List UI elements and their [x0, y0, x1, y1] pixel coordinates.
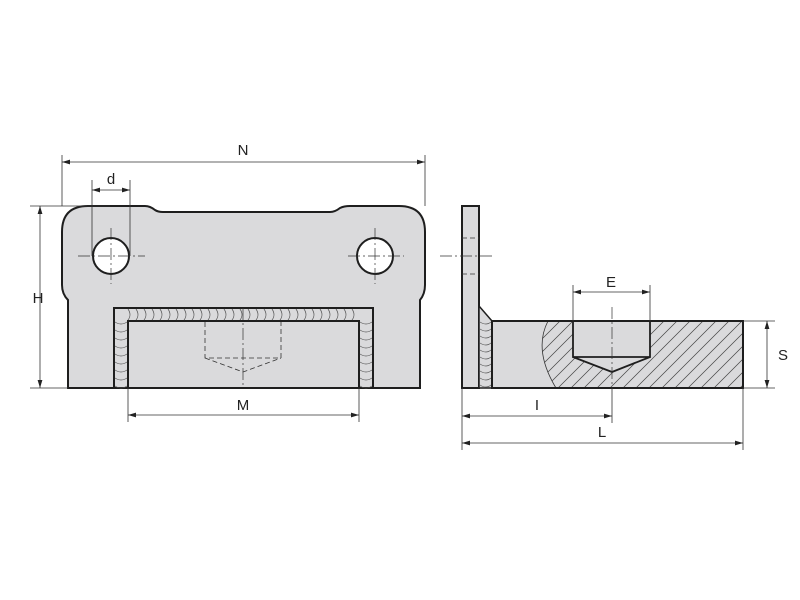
- weld-ripple: [311, 308, 315, 321]
- weld-ripple: [479, 328, 492, 332]
- weld-ripple: [199, 308, 203, 321]
- front-plate: [61, 205, 426, 389]
- weld-ripple: [159, 308, 163, 321]
- weld-ripple: [207, 308, 211, 321]
- label-d: d: [107, 171, 115, 188]
- weld-ripple: [359, 385, 373, 389]
- weld-ripple: [279, 308, 283, 321]
- weld-ripple: [479, 356, 492, 360]
- weld-ripple: [271, 308, 275, 321]
- hatch-line: [674, 321, 743, 388]
- weld-ripple: [359, 361, 373, 365]
- weld-ripple: [114, 353, 128, 357]
- weld-ripple: [114, 337, 128, 341]
- counterbore: [572, 320, 651, 373]
- weld-ripple: [479, 363, 492, 367]
- weld-ripple: [114, 329, 128, 333]
- hatch-line: [713, 321, 743, 388]
- weld-ripple: [151, 308, 155, 321]
- hatch-line: [792, 321, 800, 388]
- hatch-line: [687, 321, 743, 388]
- weld-ripple: [319, 308, 323, 321]
- weld-ripple: [351, 308, 355, 321]
- weld-ripple: [183, 308, 187, 321]
- weld-ripple: [359, 369, 373, 373]
- weld-fillet: [478, 303, 493, 389]
- hatch-line: [542, 321, 561, 388]
- hatch-line: [753, 321, 800, 388]
- hatch-line: [622, 321, 691, 388]
- weld-ripple: [191, 308, 195, 321]
- hatch-line: [726, 321, 743, 388]
- hatch-line: [542, 321, 574, 388]
- hatch-line: [648, 321, 717, 388]
- weld-beads-front: [114, 308, 373, 389]
- weld-ripple: [143, 308, 147, 321]
- weld-ripple: [303, 308, 307, 321]
- weld-ripple: [479, 335, 492, 339]
- section-boundary-arc: [541, 320, 557, 389]
- weld-ripple: [335, 308, 339, 321]
- weld-ripple: [479, 349, 492, 353]
- base-outline: [491, 320, 744, 389]
- label-H: H: [33, 290, 44, 307]
- weld-ripple: [479, 370, 492, 374]
- weld-ripple: [114, 377, 128, 381]
- weld-ripple: [167, 308, 171, 321]
- weld-ripple: [295, 308, 299, 321]
- upright-plate: [461, 205, 480, 389]
- hatch-line: [739, 321, 743, 388]
- hatch-line: [635, 321, 704, 388]
- weld-ripple: [255, 308, 259, 321]
- weld-ripple: [359, 353, 373, 357]
- label-S: S: [778, 347, 788, 364]
- weld-ripple: [114, 321, 128, 325]
- weld-ripple: [327, 308, 331, 321]
- label-N: N: [238, 142, 249, 159]
- weld-ripple: [359, 377, 373, 381]
- weld-ripple: [135, 308, 139, 321]
- weld-ripple: [359, 337, 373, 341]
- hole-centerlines: [78, 228, 404, 284]
- side-view: E S I L: [440, 205, 800, 450]
- weld-ripple: [114, 345, 128, 349]
- weld-ripple: [359, 329, 373, 333]
- weld-ripple: [359, 345, 373, 349]
- weld-ripple: [479, 342, 492, 346]
- front-view: N d H M: [30, 142, 426, 422]
- weld-ripple: [114, 361, 128, 365]
- weld-ripple: [175, 308, 179, 321]
- weld-ripple: [359, 321, 373, 325]
- weld-ripple: [114, 385, 128, 389]
- weld-ripple: [247, 308, 251, 321]
- hatch-line: [661, 321, 730, 388]
- weld-ripple: [215, 308, 219, 321]
- label-E: E: [606, 274, 616, 291]
- weld-ripple: [263, 308, 267, 321]
- hidden-hole-side: [462, 237, 479, 275]
- weld-ripple: [479, 377, 492, 381]
- hatch-line: [700, 321, 743, 388]
- weld-ripple: [223, 308, 227, 321]
- label-M: M: [237, 397, 250, 414]
- side-extension-lines: [461, 285, 775, 450]
- label-I: I: [535, 397, 539, 414]
- label-L: L: [598, 424, 606, 441]
- weld-ripple: [231, 308, 235, 321]
- weld-beads-side: [479, 321, 492, 388]
- extension-lines: [30, 155, 426, 422]
- weld-ripple: [239, 308, 243, 321]
- weld-ripple: [479, 384, 492, 388]
- weld-ripple: [114, 369, 128, 373]
- weld-ripple: [287, 308, 291, 321]
- weld-ripple: [127, 308, 131, 321]
- weld-ripple: [343, 308, 347, 321]
- weld-ripple: [479, 321, 492, 325]
